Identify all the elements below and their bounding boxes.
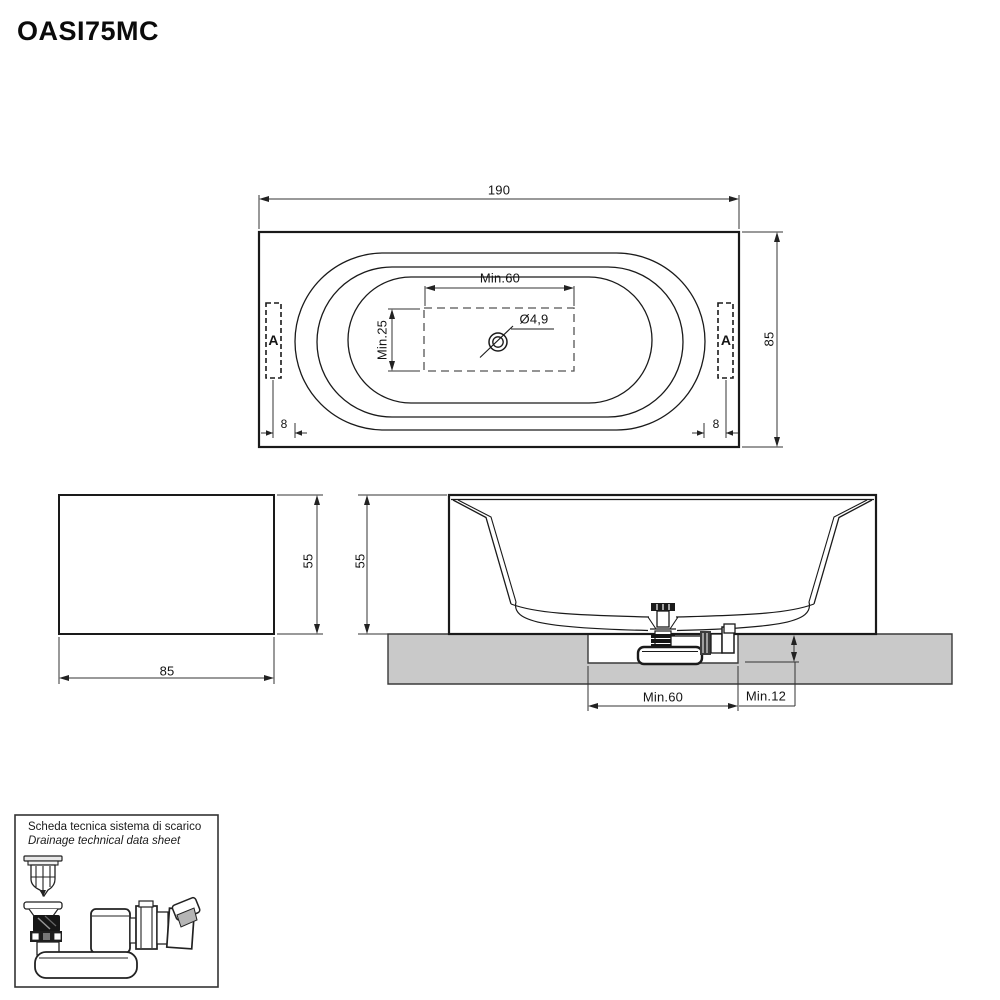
- dim-top-min-width: Min.60: [479, 270, 521, 286]
- section-marker-box-left: [265, 302, 282, 379]
- dim-top-min-depth: Min.25: [374, 319, 390, 361]
- dim-front-height: 55: [300, 553, 316, 569]
- popup-drain-icon: [647, 603, 679, 630]
- dim-drain-diameter: Ø4,9: [519, 311, 549, 327]
- drain-zone-dashed: [423, 307, 575, 372]
- section-view-dimensions: [358, 494, 799, 711]
- dim-section-recess-width: Min.60: [642, 689, 684, 705]
- tub-basin-inner: [347, 276, 653, 404]
- tub-rim-middle: [316, 266, 684, 418]
- drain-hole-icon: [488, 332, 508, 352]
- top-view-arrowheads: [259, 196, 780, 447]
- section-marker-a-left: A: [268, 332, 279, 348]
- tub-outline-front: [58, 494, 275, 635]
- popup-plug-icon: [23, 855, 63, 898]
- top-view-drawing: [257, 195, 783, 449]
- page-title: OASI75MC: [17, 16, 160, 46]
- dim-section-recess-depth: Min.12: [745, 688, 787, 704]
- siphon-icon: [34, 896, 201, 979]
- dim-top-width: 190: [487, 182, 511, 198]
- dim-section-height: 55: [352, 553, 368, 569]
- section-marker-box-right: [717, 302, 734, 379]
- drain-hole-inner: [492, 336, 504, 348]
- drainage-box-drawing: [14, 814, 219, 988]
- drain-leader-line: [479, 325, 514, 358]
- dim-offset-right: 8: [712, 417, 720, 431]
- top-view-dimensions: [258, 195, 783, 448]
- section-view-drawing: [358, 493, 953, 711]
- front-view-dimensions: [58, 494, 323, 684]
- tub-rim-outer: [294, 252, 706, 431]
- section-marker-a-right: A: [720, 332, 732, 348]
- dim-front-width: 85: [159, 663, 175, 679]
- drainage-box-title-it: Scheda tecnica sistema di scarico: [28, 821, 202, 833]
- front-view-drawing: [58, 494, 323, 684]
- dim-offset-left: 8: [280, 417, 288, 431]
- siphon-assembly-section: [636, 623, 736, 666]
- drainage-box-title-en: Drainage technical data sheet: [28, 835, 181, 847]
- dim-top-height: 85: [761, 331, 777, 347]
